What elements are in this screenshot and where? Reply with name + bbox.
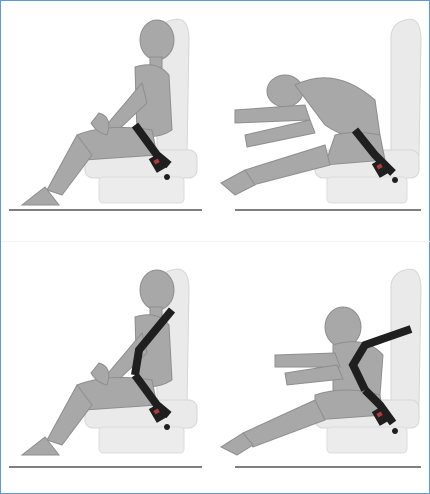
panel-divider bbox=[1, 241, 430, 242]
panel-three-point-belt-upright bbox=[7, 255, 217, 490]
panel-lap-belt-jackknife bbox=[215, 5, 425, 240]
panel-lap-belt-upright bbox=[7, 5, 217, 240]
panel-three-point-belt-restrained bbox=[215, 255, 425, 490]
